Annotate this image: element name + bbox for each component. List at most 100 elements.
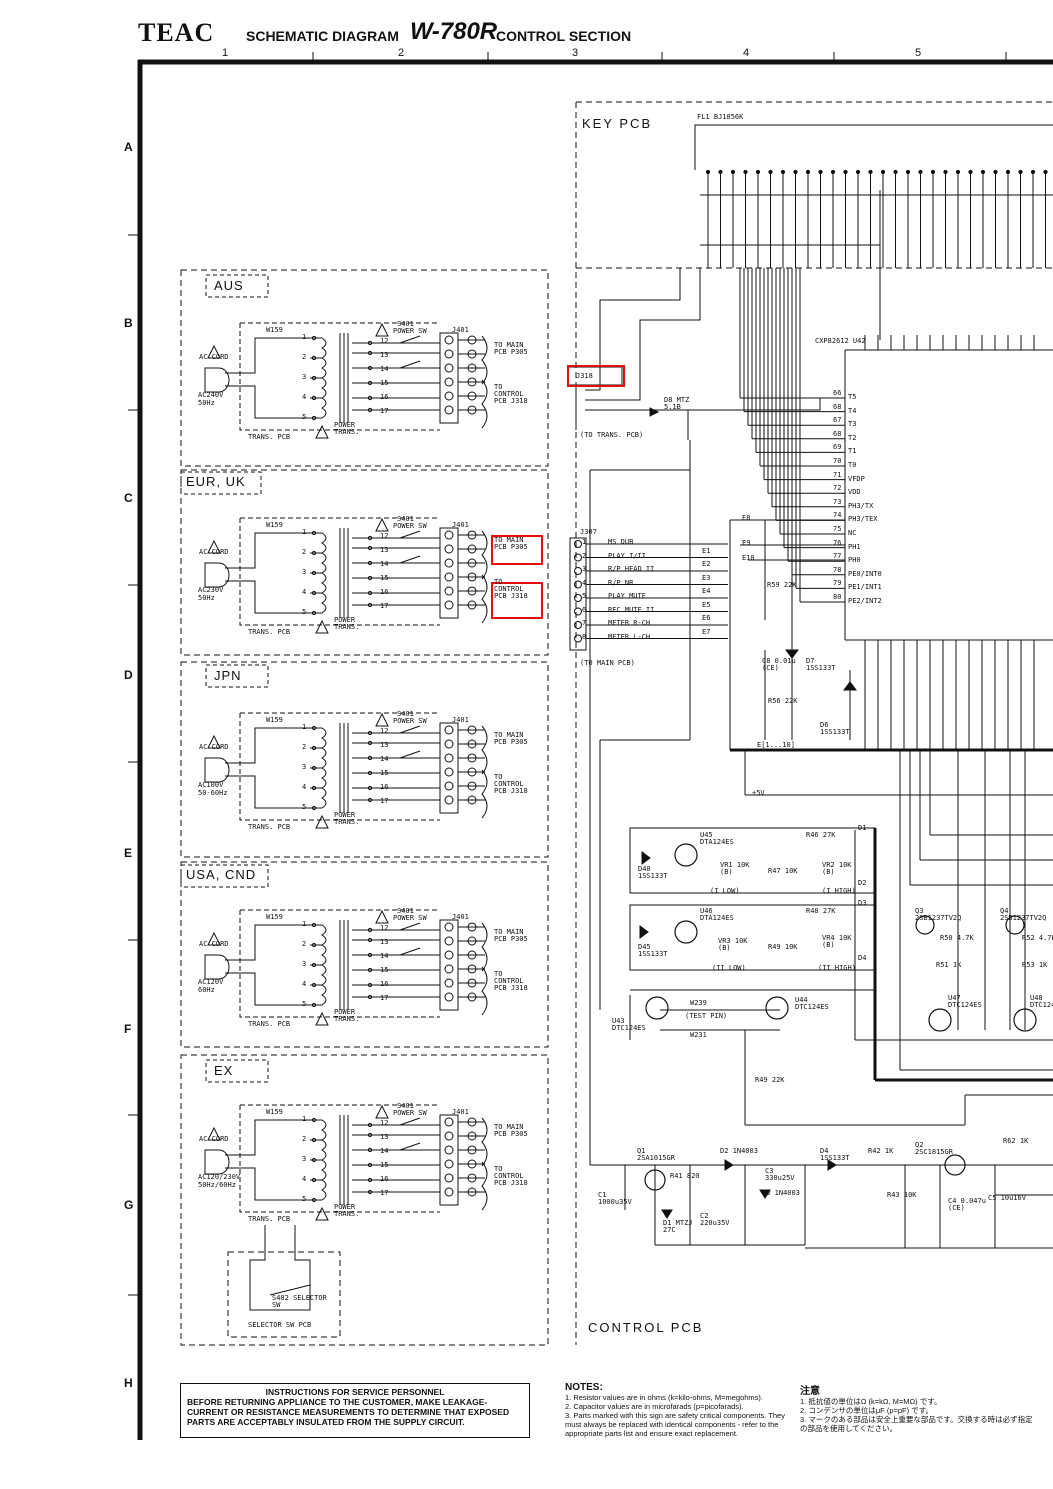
warning-triangle-icon bbox=[207, 344, 221, 359]
key-pcb-label: KEY PCB bbox=[582, 116, 653, 131]
mcu-pin-name: VFDP bbox=[848, 474, 865, 483]
region-label-ex: EX bbox=[214, 1063, 234, 1078]
component-label: R41 820 bbox=[670, 1172, 700, 1180]
fl-tube-label: FL1 BJ1856K bbox=[697, 113, 744, 121]
region-label-eur-uk: EUR, UK bbox=[186, 474, 246, 489]
secondary-pin-number: 15 bbox=[380, 966, 389, 974]
j307-pin-name: MS DUB bbox=[608, 538, 634, 546]
component-label: C5 10u16V bbox=[988, 1194, 1026, 1202]
grid-row-b: B bbox=[124, 316, 133, 330]
component-label: R48 27K bbox=[806, 907, 836, 915]
mcu-pin-name: PE2/INT2 bbox=[848, 597, 882, 605]
j307-pin-name: REC MUTE II bbox=[608, 605, 655, 614]
mcu-pin-name: PH3/TEX bbox=[848, 515, 878, 524]
mcu-pin-name: PH3/TX bbox=[848, 501, 874, 510]
secondary-pin-number: 15 bbox=[380, 574, 389, 582]
j307-pin-name: METER L-CH bbox=[608, 632, 651, 641]
primary-pin-number: 1 bbox=[302, 1115, 307, 1123]
to-control-label: TO CONTROL PCB J318 bbox=[494, 383, 528, 405]
power-switch-label: S401 bbox=[397, 320, 414, 328]
j307-pin-number: 1 bbox=[582, 538, 587, 546]
component-label: U48 DTC124ES bbox=[1030, 994, 1053, 1009]
trans-section bbox=[204, 909, 488, 1026]
mcu-pin-number: 69 bbox=[833, 443, 842, 452]
component-label: U44 DTC124ES bbox=[795, 996, 829, 1011]
secondary-pin-number: 16 bbox=[380, 783, 389, 791]
power-trans-label: POWER TRANS. bbox=[334, 811, 360, 826]
trans-pcb-label: TRANS. PCB bbox=[248, 1215, 291, 1223]
primary-pin-number: 2 bbox=[302, 743, 307, 751]
component-label: U43 DTC124ES bbox=[612, 1017, 646, 1032]
grid-row-f: F bbox=[124, 1022, 132, 1036]
p307-sub-label: (TO MAIN PCB) bbox=[580, 659, 635, 667]
component-label: D40 1SS133T bbox=[638, 865, 668, 880]
component-label: VR4 10K (B) bbox=[822, 934, 852, 949]
warning-triangle-icon bbox=[207, 931, 221, 946]
j307-label: J307 bbox=[580, 528, 597, 536]
mcu-pin-number: 76 bbox=[833, 538, 842, 547]
mcu-pin-number: 72 bbox=[833, 484, 842, 493]
power-trans-label: POWER TRANS. bbox=[334, 616, 360, 631]
to-main-label: TO MAIN PCB P305 bbox=[494, 1123, 528, 1138]
component-label: R51 1K bbox=[936, 961, 962, 969]
highlight-box bbox=[491, 535, 543, 565]
warning-triangle-icon bbox=[375, 712, 389, 727]
mcu-pin-name: T2 bbox=[848, 433, 857, 442]
mcu-pin-number: 66 bbox=[833, 389, 842, 397]
note-jp-item: 2. コンデンサの単位はμF (p=pF) です。 bbox=[800, 1406, 933, 1415]
note-item: 2. Capacitor values are in microfarads (… bbox=[565, 1402, 744, 1411]
ac-frequency-label: 50Hz bbox=[198, 594, 215, 602]
component-label: R50 4.7K bbox=[940, 934, 974, 942]
primary-pin-number: 5 bbox=[302, 803, 307, 811]
component-label: D7 1SS133T bbox=[806, 657, 836, 672]
component-label: R53 1K bbox=[1022, 961, 1048, 969]
secondary-pin-number: 17 bbox=[380, 407, 389, 415]
power-switch-name: POWER SW bbox=[393, 717, 427, 725]
primary-pin-number: 2 bbox=[302, 940, 307, 948]
j307-pin-name: PLAY MUTE bbox=[608, 592, 646, 600]
net-label: E[1...10] bbox=[757, 741, 795, 749]
ac-frequency-label: 60Hz bbox=[198, 986, 215, 994]
control-pcb-label: CONTROL PCB bbox=[588, 1320, 704, 1335]
warning-triangle-icon bbox=[375, 517, 389, 532]
net-label: D2 bbox=[858, 879, 867, 887]
selector-switch-label: S402 SELECTOR SW bbox=[272, 1294, 327, 1309]
mcu-pin-number: 68 bbox=[833, 402, 842, 411]
doc-type: SCHEMATIC DIAGRAM bbox=[246, 28, 399, 44]
ac-plug-icon bbox=[204, 1149, 230, 1175]
ac-cord-label: AC CORD bbox=[199, 940, 229, 948]
net-label: D1 bbox=[858, 824, 867, 832]
j401-connector bbox=[439, 332, 459, 424]
ac-voltage-label: AC230V bbox=[198, 586, 224, 594]
grid-row-h: H bbox=[124, 1376, 133, 1390]
secondary-pin-number: 12 bbox=[380, 924, 389, 932]
power-switch-label: S401 bbox=[397, 710, 414, 718]
ac-voltage-label: AC240V bbox=[198, 391, 224, 399]
warning-triangle-icon bbox=[375, 1104, 389, 1119]
secondary-pin-number: 17 bbox=[380, 1189, 389, 1197]
mcu-pin-name: T4 bbox=[848, 406, 857, 415]
ac-frequency-label: 50Hz/60Hz bbox=[198, 1181, 236, 1189]
warning-triangle-icon bbox=[375, 909, 389, 924]
component-label: D2 1N4003 bbox=[720, 1147, 758, 1155]
secondary-pin-number: 13 bbox=[380, 938, 389, 946]
to-control-label: TO CONTROL PCB J318 bbox=[494, 970, 528, 992]
primary-pin-number: 4 bbox=[302, 980, 307, 988]
primary-pin-number: 3 bbox=[302, 960, 307, 968]
net-label: (II HIGH) bbox=[818, 964, 856, 972]
mcu-pin-number: 80 bbox=[833, 593, 842, 601]
j307-pin-name: R/P NR bbox=[608, 578, 634, 587]
secondary-pin-number: 13 bbox=[380, 546, 389, 554]
secondary-pin-number: 15 bbox=[380, 379, 389, 387]
net-label: E10 bbox=[742, 554, 755, 562]
j307-pin-name: METER R-CH bbox=[608, 619, 651, 627]
secondary-pin-number: 17 bbox=[380, 994, 389, 1002]
component-label: R47 10K bbox=[768, 867, 798, 875]
service-instructions: INSTRUCTIONS FOR SERVICE PERSONNEL BEFOR… bbox=[180, 1383, 530, 1438]
mcu-pin-number: 73 bbox=[833, 497, 842, 506]
fuse-label: W159 bbox=[266, 716, 283, 724]
grid-col-1: 1 bbox=[222, 47, 229, 59]
mcu-pin-number: 78 bbox=[833, 565, 842, 574]
instructions-title: INSTRUCTIONS FOR SERVICE PERSONNEL bbox=[265, 1387, 445, 1397]
warning-triangle-icon bbox=[315, 424, 329, 439]
